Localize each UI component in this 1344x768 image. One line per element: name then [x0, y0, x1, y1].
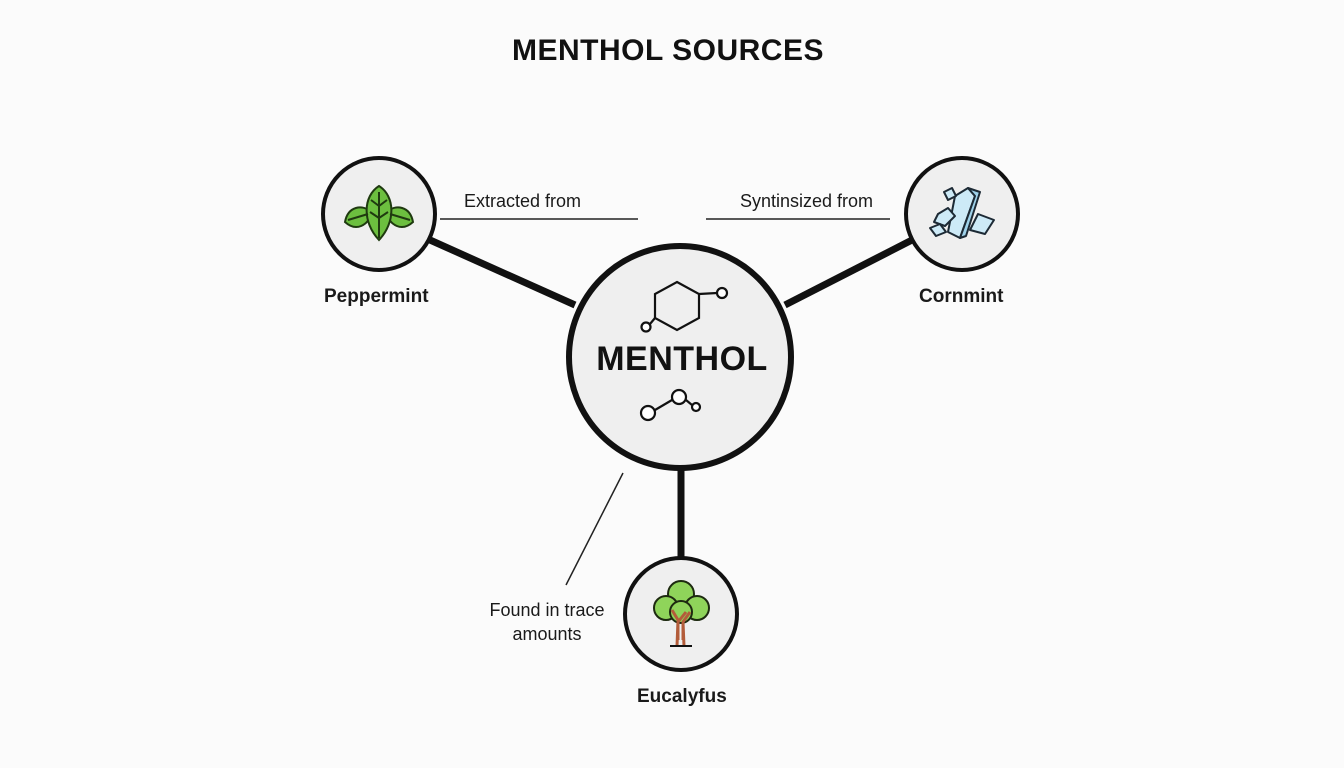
relation-eucalyptus-line1: Found in trace [489, 600, 605, 620]
crystals-icon [929, 187, 995, 239]
connector-cornmint [783, 236, 914, 309]
cornmint-label: Cornmint [919, 286, 1004, 307]
relation-pointer-eucalyptus [565, 472, 624, 586]
relation-cornmint: Syntinsized from [740, 191, 874, 211]
relation-peppermint: Extracted from [464, 191, 582, 211]
relation-eucalyptus: Found in trace amounts [484, 598, 610, 646]
mint-leaves-icon [343, 184, 415, 242]
peppermint-label: Peppermint [324, 286, 429, 307]
menthol-node [566, 243, 794, 471]
connector-peppermint [428, 236, 577, 309]
tree-icon [653, 580, 710, 647]
menthol-label: MENTHOL [596, 340, 768, 378]
chain-molecule-icon [639, 388, 702, 422]
hexagon-molecule-icon [640, 280, 729, 333]
eucalyptus-label: Eucalyfus [637, 686, 727, 707]
relation-eucalyptus-line2: amounts [512, 624, 582, 644]
diagram-title: MENTHOL SOURCES [512, 34, 824, 67]
